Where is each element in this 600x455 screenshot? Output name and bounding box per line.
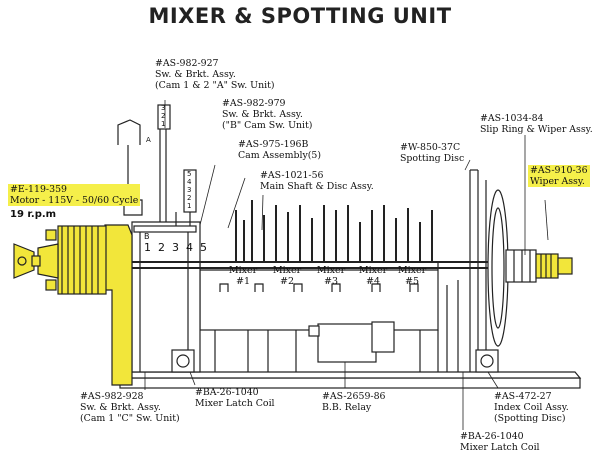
cam-assy-line1: Cam Assembly(5): [238, 150, 322, 161]
cam-b-letter: B: [144, 232, 150, 241]
mixer-1-label: Mixer #1: [226, 265, 260, 287]
spotting-disc-label: #W-850-37C Spotting Disc: [400, 142, 464, 164]
spotting-disc-line1: Spotting Disc: [400, 153, 465, 164]
mixer-3-num: #3: [323, 276, 338, 287]
sw-brkt-a-line2: (Cam 1 & 2 "A" Sw. Unit): [155, 80, 275, 91]
latch-coil-1-label: #BA-26-1040 Mixer Latch Coil: [195, 387, 275, 409]
latch-coil-2-label: #BA-26-1040 Mixer Latch Coil: [460, 431, 540, 453]
index-coil-label: #AS-472-27 Index Coil Assy. (Spotting Di…: [494, 391, 569, 424]
cam-number-2: 2: [158, 241, 165, 254]
switch-a-num-3: 3: [161, 104, 166, 112]
index-coil-line2: (Spotting Disc): [494, 413, 566, 424]
sw-brkt-a-line1: Sw. & Brkt. Assy.: [155, 69, 236, 80]
main-shaft-part: #AS-1021-56: [260, 170, 324, 181]
mixer-3-name: Mixer: [316, 265, 346, 276]
page-title: MIXER & SPOTTING UNIT: [148, 4, 452, 28]
slip-ring-part: #AS-1034-84: [480, 113, 544, 124]
spotting-disc-part: #W-850-37C: [400, 142, 461, 153]
sw-brkt-b-line2: ("B" Cam Sw. Unit): [222, 120, 313, 131]
sw-brkt-b-label: #AS-982-979 Sw. & Brkt. Assy. ("B" Cam S…: [222, 98, 312, 131]
switch-a-letter: A: [146, 136, 151, 144]
main-shaft-label: #AS-1021-56 Main Shaft & Disc Assy.: [260, 170, 374, 192]
motor-part: #E-119-359: [10, 184, 67, 195]
wiper-assy-line1: Wiper Assy.: [530, 176, 585, 187]
index-coil-part: #AS-472-27: [494, 391, 552, 402]
latch-coil-1-part: #BA-26-1040: [195, 387, 259, 398]
switch-b-num-1: 1: [187, 202, 192, 210]
switch-a-num-2: 2: [161, 112, 166, 120]
sw-brkt-c-line2: (Cam 1 "C" Sw. Unit): [80, 413, 180, 424]
latch-coil-1-line1: Mixer Latch Coil: [195, 398, 275, 409]
sw-brkt-b-line1: Sw. & Brkt. Assy.: [222, 109, 303, 120]
sw-brkt-c-label: #AS-982-928 Sw. & Brkt. Assy. (Cam 1 "C"…: [80, 391, 180, 424]
mixer-2-label: Mixer #2: [270, 265, 304, 287]
sw-brkt-c-part: #AS-982-928: [80, 391, 144, 402]
mixer-5-name: Mixer: [397, 265, 427, 276]
switch-a-num-1: 1: [161, 120, 166, 128]
mixer-2-name: Mixer: [272, 265, 302, 276]
sw-brkt-a-label: #AS-982-927 Sw. & Brkt. Assy. (Cam 1 & 2…: [155, 58, 275, 91]
latch-coil-2-part: #BA-26-1040: [460, 431, 524, 442]
motor-label: #E-119-359 Motor - 115V - 50/60 Cycle: [8, 184, 141, 206]
cam-assy-label: #AS-975-196B Cam Assembly(5): [238, 139, 321, 161]
switch-b-num-3: 3: [187, 186, 192, 194]
mixer-5-label: Mixer #5: [395, 265, 429, 287]
cam-number-1: 1: [144, 241, 151, 254]
switch-b-num-5: 5: [187, 170, 192, 178]
cam-number-3: 3: [172, 241, 179, 254]
sw-brkt-c-line1: Sw. & Brkt. Assy.: [80, 402, 161, 413]
cam-number-5: 5: [200, 241, 207, 254]
sw-brkt-a-part: #AS-982-927: [155, 58, 219, 69]
slip-ring-label: #AS-1034-84 Slip Ring & Wiper Assy.: [480, 113, 593, 135]
motor-line1: Motor - 115V - 50/60 Cycle: [10, 195, 139, 206]
cam-assy-part: #AS-975-196B: [238, 139, 309, 150]
mixer-1-name: Mixer: [228, 265, 258, 276]
mixer-5-num: #5: [404, 276, 419, 287]
switch-b-num-4: 4: [187, 178, 192, 186]
bb-relay-label: #AS-2659-86 B.B. Relay: [322, 391, 386, 413]
main-shaft-line1: Main Shaft & Disc Assy.: [260, 181, 374, 192]
switch-b-num-2: 2: [187, 194, 192, 202]
mixer-4-name: Mixer: [358, 265, 388, 276]
sw-brkt-b-part: #AS-982-979: [222, 98, 286, 109]
latch-coil-2-line1: Mixer Latch Coil: [460, 442, 540, 453]
mixer-1-num: #1: [235, 276, 250, 287]
mixer-4-label: Mixer #4: [356, 265, 390, 287]
mixer-3-label: Mixer #3: [314, 265, 348, 287]
wiper-assy-label: #AS-910-36 Wiper Assy.: [528, 165, 590, 187]
index-coil-line1: Index Coil Assy.: [494, 402, 569, 413]
cam-number-4: 4: [186, 241, 193, 254]
mixer-4-num: #4: [365, 276, 380, 287]
bb-relay-line1: B.B. Relay: [322, 402, 372, 413]
mixer-2-num: #2: [279, 276, 294, 287]
slip-ring-line1: Slip Ring & Wiper Assy.: [480, 124, 593, 135]
bb-relay-part: #AS-2659-86: [322, 391, 386, 402]
motor-rpm: 19 r.p.m: [10, 209, 57, 220]
wiper-assy-part: #AS-910-36: [530, 165, 588, 176]
